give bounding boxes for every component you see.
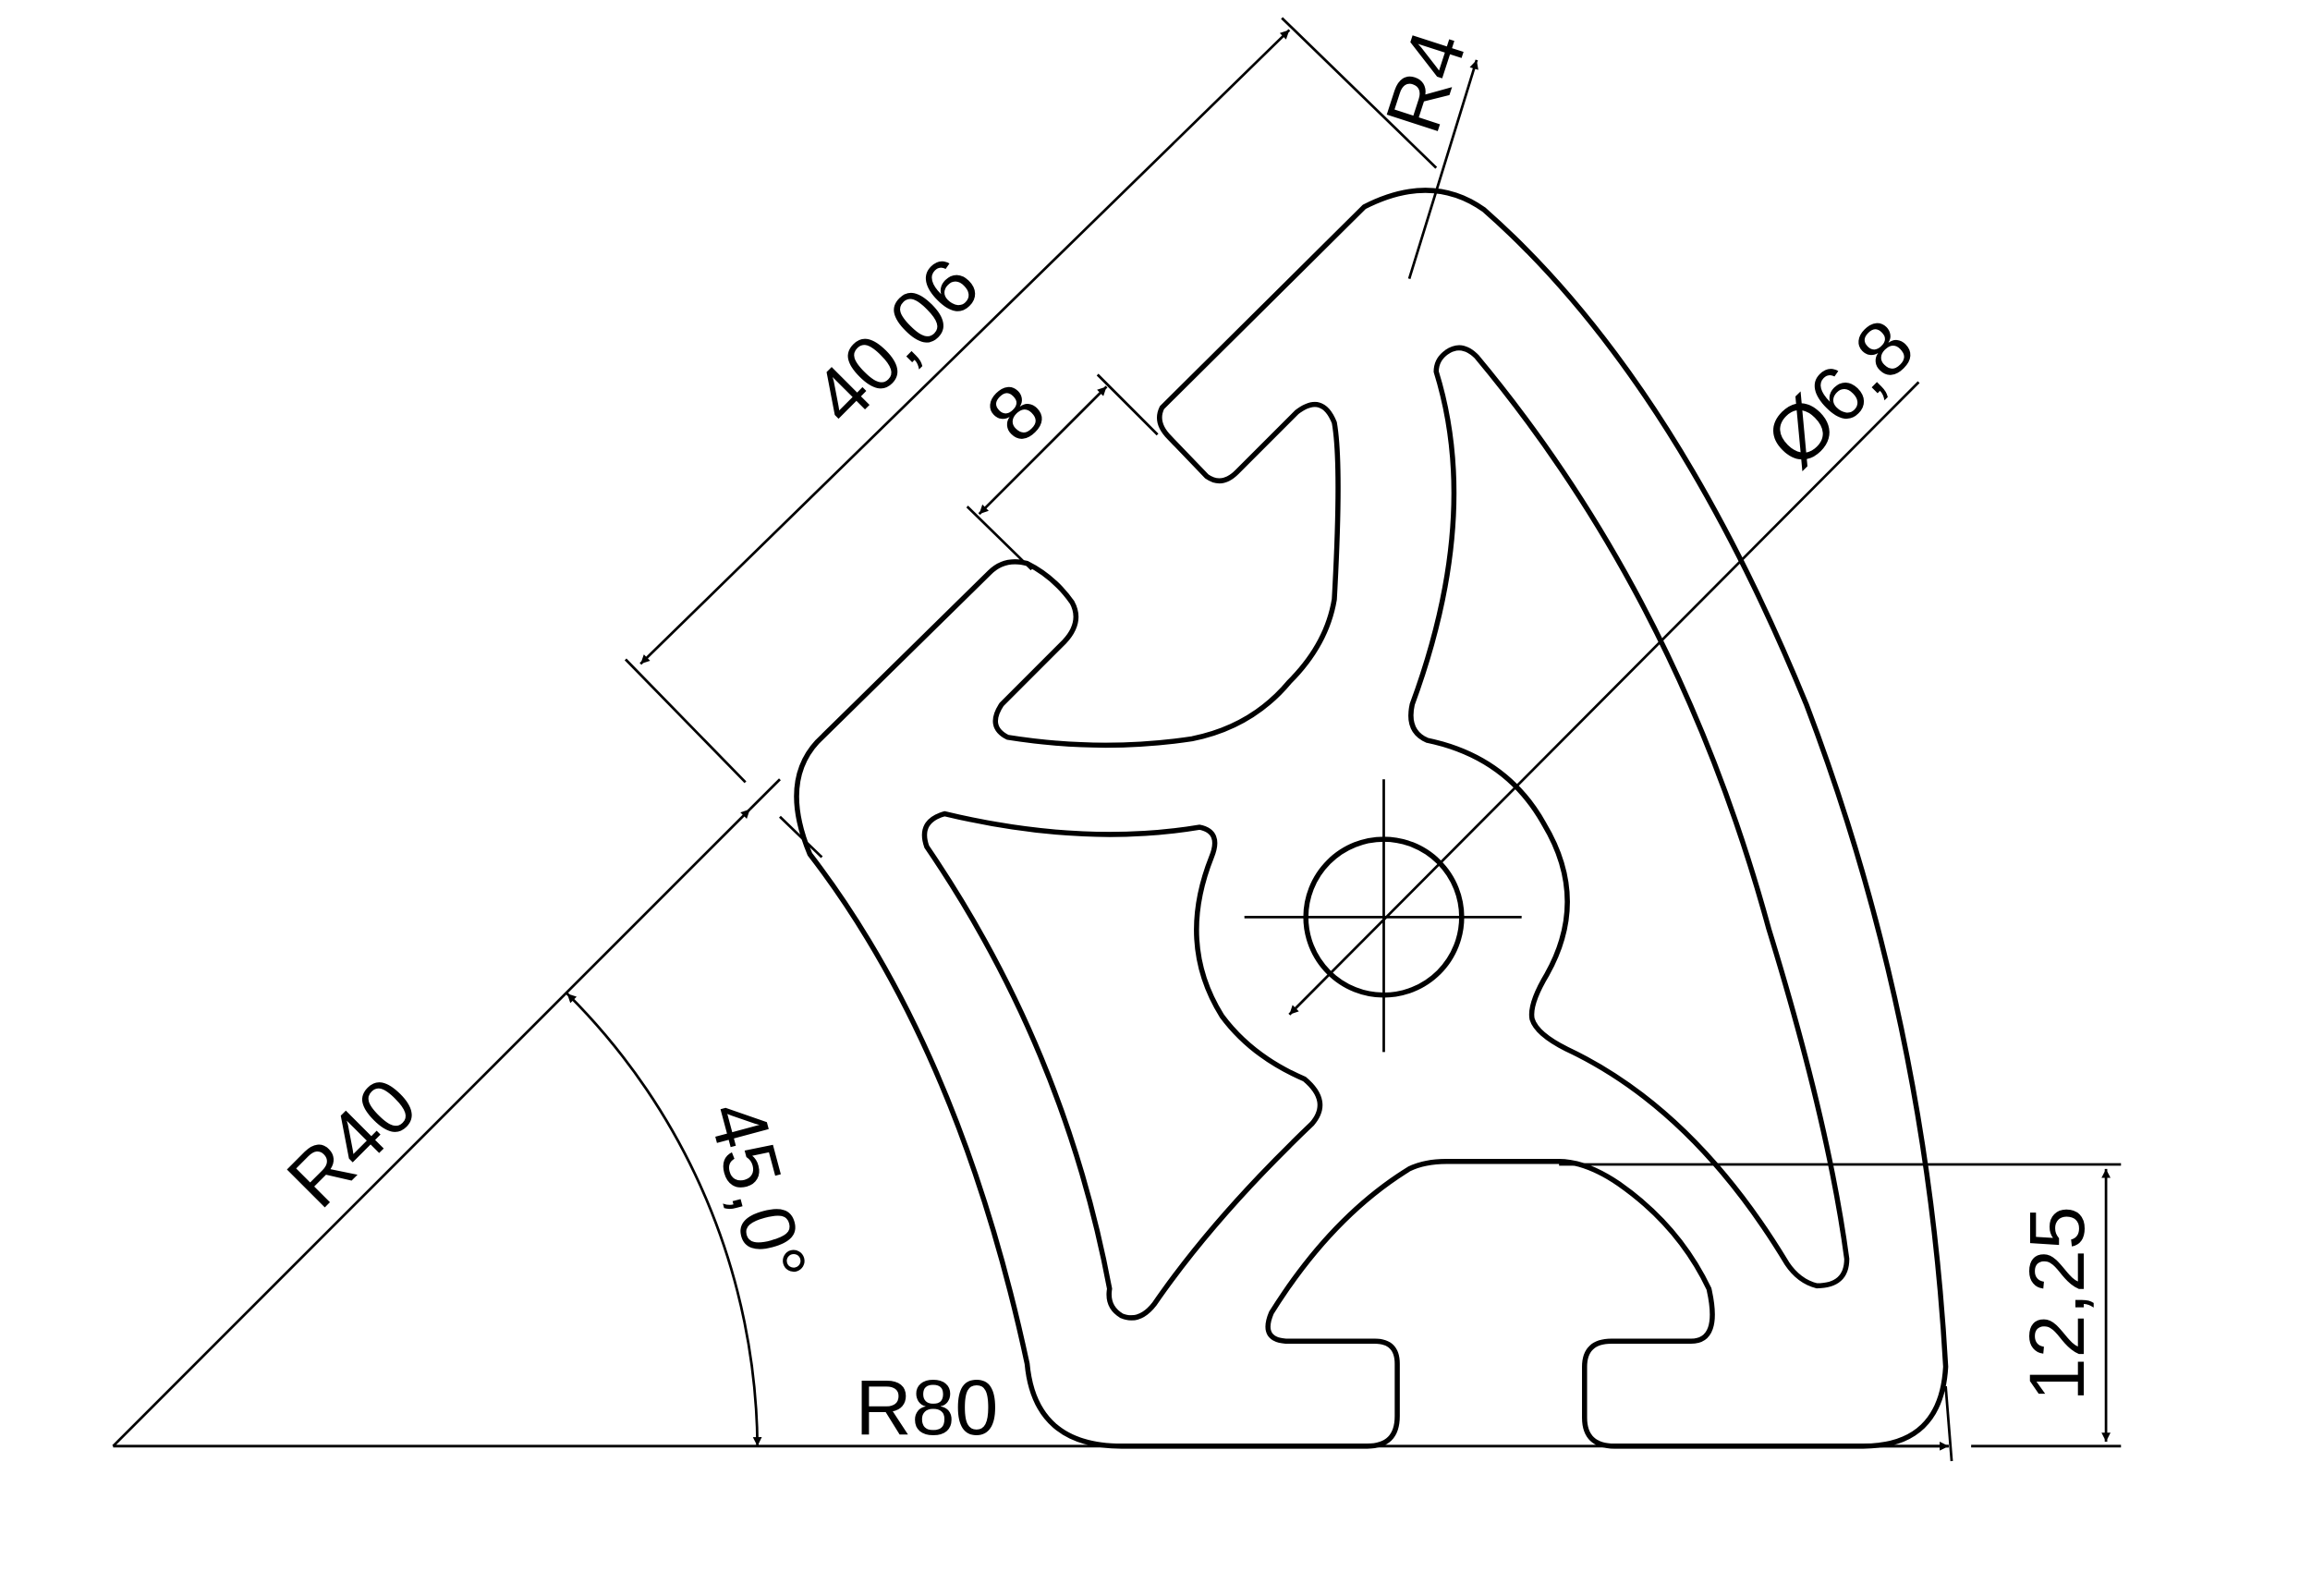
dim-12-25	[1559, 1163, 2122, 1448]
dim-8	[966, 373, 1159, 571]
label-r4: R4	[1369, 21, 1483, 143]
dim-r4-leader	[1407, 59, 1478, 280]
angle-arc	[566, 993, 762, 1446]
label-r80: R80	[856, 1364, 999, 1451]
dim-dia-leader	[1288, 381, 1920, 1016]
cavity-left	[921, 810, 1323, 1321]
cavity-upper	[1408, 345, 1850, 1289]
label-12-25: 12,25	[2014, 1206, 2100, 1401]
label-40-06: 40,06	[797, 241, 996, 441]
label-r40: R40	[271, 1061, 433, 1224]
hole-centerlines	[1244, 779, 1522, 1053]
angled-reference-line	[112, 808, 751, 1447]
label-angle: 45,0°	[692, 1092, 823, 1291]
label-dia: Ø6,8	[1749, 303, 1930, 484]
dim-40-06	[624, 17, 1438, 784]
profile-outline	[794, 188, 1949, 1449]
